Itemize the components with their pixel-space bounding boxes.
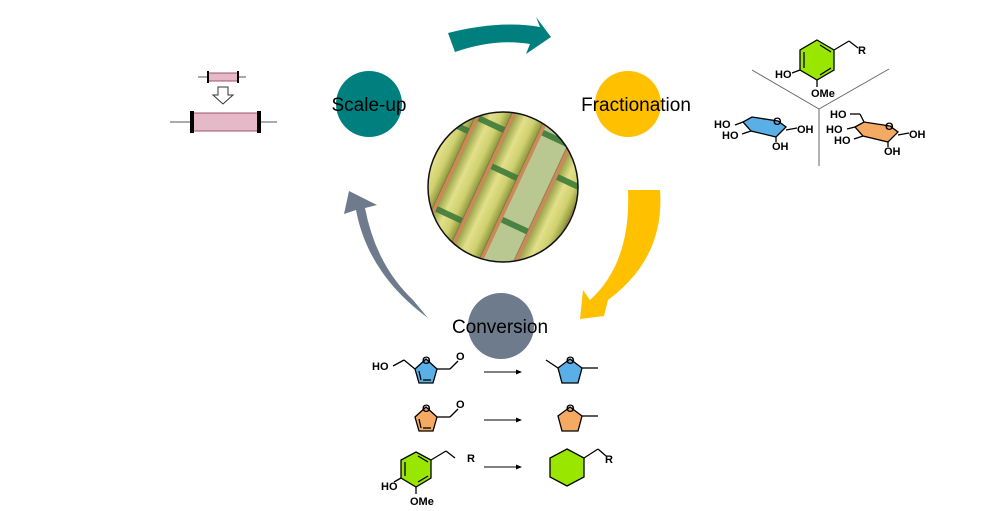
glucose-oh-2: OH	[884, 146, 901, 158]
reaction-arrow-1	[484, 369, 522, 375]
fractionation-products: R HO OMe O HO HO OH OH O HO HO	[714, 39, 926, 166]
reaction-hmf: O HO O O	[372, 351, 598, 384]
node-fractionation[interactable]: Fractionation	[581, 71, 691, 137]
hmf-ring-o: O	[422, 355, 431, 367]
large-reactor	[170, 111, 277, 133]
small-reactor	[198, 71, 246, 83]
glucose-oh-1: OH	[909, 129, 926, 141]
glucose-ring-o: O	[885, 121, 894, 133]
arrow-conversion-to-scaleup	[344, 191, 428, 318]
fractionation-circle	[595, 71, 661, 137]
conversion-reactions: O HO O O O O	[372, 351, 613, 508]
reaction-arrow-2	[484, 417, 522, 423]
lignin-monomer-structure: R HO OMe	[775, 39, 866, 100]
lignin-r-label: R	[858, 45, 866, 57]
conversion-label: Conversion	[452, 317, 548, 338]
lignin-conv-ome-label: OMe	[410, 496, 434, 508]
hmf-ho-label: HO	[372, 361, 389, 373]
gray-curved-arrow	[344, 191, 428, 318]
scaleup-circle	[336, 71, 402, 137]
fractionation-label: Fractionation	[581, 95, 691, 116]
cyclohexane-r-label: R	[605, 454, 613, 466]
xylose-oh-1: OH	[797, 124, 814, 136]
reaction-furfural: O O O	[414, 399, 598, 432]
reaction-lignin: R HO OMe R	[381, 448, 613, 508]
glucose-ho-3: HO	[834, 135, 851, 147]
xylose-ho-1: HO	[714, 119, 731, 131]
arrow-fractionation-to-conversion	[580, 190, 661, 319]
node-conversion[interactable]: Conversion	[452, 293, 548, 359]
yellow-curved-arrow	[580, 190, 661, 319]
mthf-ring-o: O	[566, 403, 575, 415]
lignin-conv-ho-label: HO	[381, 481, 398, 493]
glucose-structure: O HO HO HO OH OH	[826, 109, 926, 158]
furfural-carbonyl-o: O	[456, 399, 465, 411]
divider-lines	[751, 68, 890, 166]
reaction-arrow-3	[484, 464, 522, 470]
xylose-structure: O HO HO OH OH	[714, 116, 814, 153]
xylose-ring-o: O	[773, 116, 782, 128]
node-scaleup[interactable]: Scale-up	[332, 71, 407, 137]
scaleup-label: Scale-up	[332, 95, 407, 116]
arrow-scaleup-to-fractionation	[448, 17, 551, 54]
glucose-ho-2: HO	[826, 124, 843, 136]
xylose-oh-2: OH	[772, 141, 789, 153]
conversion-circle	[468, 293, 534, 359]
glucose-ho-1: HO	[830, 109, 847, 121]
lignin-ho-label: HO	[775, 69, 792, 81]
dmthf-ring-o: O	[566, 355, 575, 367]
hmf-carbonyl-o: O	[456, 351, 465, 363]
xylose-ho-2: HO	[722, 130, 739, 142]
furfural-ring-o: O	[422, 403, 431, 415]
lignin-ome-label: OMe	[811, 88, 835, 100]
reactor-scaleup-illustration	[170, 71, 277, 133]
lignin-conv-r-label: R	[467, 453, 475, 465]
down-arrow-icon	[211, 86, 235, 105]
teal-curved-arrow	[448, 17, 551, 54]
